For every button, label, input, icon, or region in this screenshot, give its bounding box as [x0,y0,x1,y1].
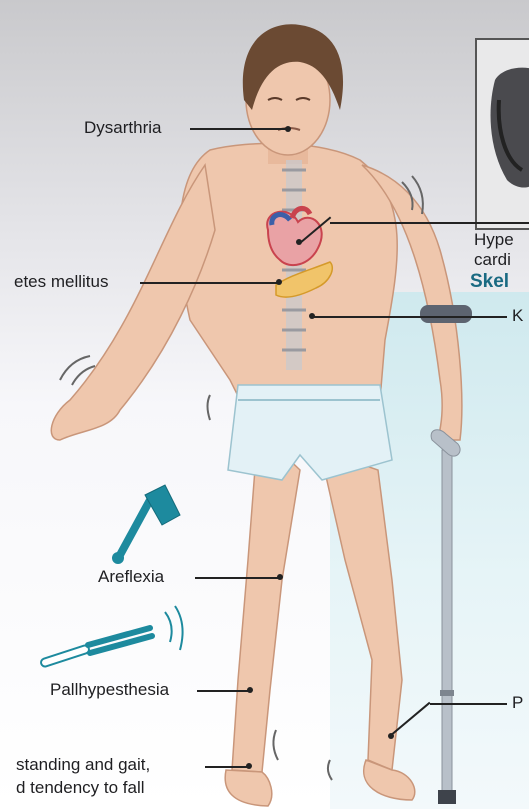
pallhypesthesia-leader [197,690,250,692]
spine-dot [309,313,315,319]
diabetes-dot [276,279,282,285]
heart-dot [296,239,302,245]
skeletal-section-title: Skel [470,271,509,293]
tuning-fork-icon [40,606,183,668]
left-foot [225,770,272,806]
k-label: K [512,306,523,326]
hyper-leader [330,222,529,224]
dysarthria-dot [285,126,291,132]
diabetes-leader [140,282,280,284]
areflexia-leader [195,577,280,579]
areflexia-label: Areflexia [98,567,164,587]
crutch-icon [431,430,460,804]
gait-dot [246,763,252,769]
gait-label-line1: standing and gait, [16,755,150,775]
p-leader [430,703,507,705]
pallhypesthesia-label: Pallhypesthesia [50,680,169,700]
dysarthria-label: Dysarthria [84,118,161,138]
areflexia-dot [277,574,283,580]
diabetes-label: etes mellitus [14,272,108,292]
foot-dot [388,733,394,739]
pallhypesthesia-dot [247,687,253,693]
hyper-label-line1: Hype [474,230,514,250]
knee-brace-icon [420,305,472,323]
p-label: P [512,693,523,713]
dysarthria-leader [190,128,288,130]
k-leader [312,316,507,318]
gait-leader [205,766,250,768]
gait-label-line2: d tendency to fall [16,778,145,798]
reflex-hammer-icon [112,485,180,564]
hyper-label-line2: cardi [474,250,511,270]
